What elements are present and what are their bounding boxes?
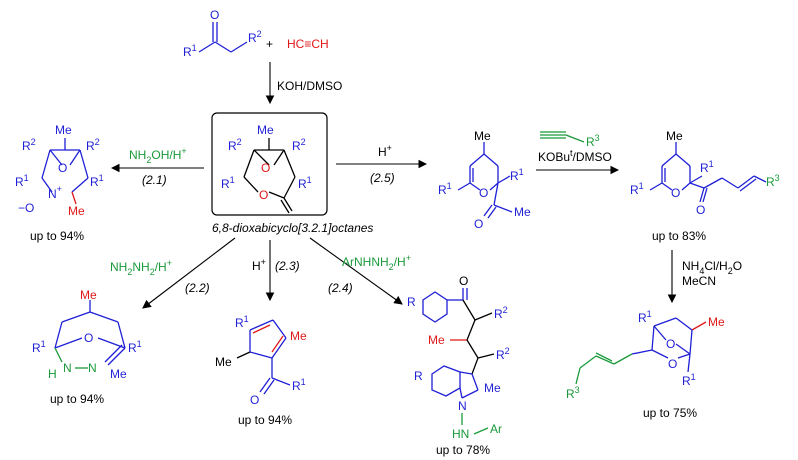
acetylene-label: HC≡CH — [287, 37, 329, 51]
center-bicycle-structure: O O Me R2 R2 R1 R1 — [221, 123, 312, 214]
indole-me-red: Me — [428, 333, 445, 347]
center-r2-left: R2 — [228, 137, 242, 153]
yield-2-4: up to 78% — [436, 443, 490, 457]
dhp-r1-right: R1 — [510, 167, 524, 183]
aryl-r: R — [407, 295, 416, 309]
mecn-label: MeCN — [682, 274, 716, 288]
indole-r2-bottom: R2 — [496, 346, 510, 362]
nitrone-r2-right: R2 — [86, 137, 100, 153]
label-2-3: (2.3) — [275, 259, 300, 273]
diazepine-me-top: Me — [80, 288, 97, 302]
diazepine-r1-left: R1 — [32, 339, 46, 355]
center-caption: 6,8-dioxabicyclo[3.2.1]octanes — [212, 221, 373, 235]
indole-r: R — [414, 369, 423, 383]
nitrone-r1-left: R1 — [15, 173, 29, 189]
product-bicyclic-enol-ether: R1 Me O O R1 R3 — [566, 309, 725, 401]
diazepine-me: Me — [110, 367, 127, 381]
nitrone-r2-left: R2 — [22, 137, 36, 153]
ketone-r1: R1 — [183, 43, 197, 59]
alkyne-r3: R3 — [586, 133, 600, 149]
enynone-acyl-o: O — [696, 203, 705, 217]
cpd-o: O — [250, 393, 259, 407]
product-enynone: Me O R1 R1 O R3 — [630, 129, 780, 217]
product-2-5-dihydropyran: Me O R1 R1 O Me — [438, 129, 531, 231]
bicyclic-r1-top: R1 — [638, 309, 652, 325]
center-bridge-o: O — [261, 161, 270, 175]
arrow-2-2 — [142, 237, 236, 309]
indole-r2-top: R2 — [494, 305, 508, 321]
nitrone-n: N+ — [48, 184, 62, 201]
reagent-2-1: NH2OH/H+ — [129, 146, 187, 165]
yield-2-2: up to 94% — [50, 392, 104, 406]
dhp-o: O — [479, 186, 488, 200]
product-2-3-cyclopentadiene: R1 Me Me O R1 — [215, 314, 307, 407]
cpd-me-left: Me — [215, 355, 232, 369]
center-me: Me — [257, 123, 274, 137]
yield-enynone: up to 83% — [652, 229, 706, 243]
nitrone-o: O — [58, 161, 67, 175]
plus-sign: + — [266, 37, 273, 51]
koh-dmso-label: KOH/DMSO — [277, 79, 342, 93]
reagent-2-4: ArNHNH2/H+ — [342, 253, 411, 272]
reagent-2-3: H+ — [252, 257, 266, 273]
center-ring-o: O — [259, 188, 268, 202]
dhp-acyl-me: Me — [514, 205, 531, 219]
enynone-r3: R3 — [766, 173, 780, 189]
yield-2-3: up to 94% — [238, 413, 292, 427]
center-box — [211, 112, 328, 216]
product-2-2-diazepine: Me O R1 R1 H N N Me — [32, 288, 142, 381]
nitrone-r1-right: R1 — [90, 173, 104, 189]
dhp-acyl-o: O — [474, 217, 483, 231]
diazepine-r1-right: R1 — [128, 339, 142, 355]
enynone-me: Me — [666, 129, 683, 143]
center-r1-right: R1 — [298, 175, 312, 191]
kobut-dmso-label: KOBut/DMSO — [538, 148, 612, 164]
cpd-r1: R1 — [235, 314, 249, 330]
product-2-4-indole: R O R2 Me R2 R Me N HN Ar — [407, 274, 510, 441]
bicyclic-bridge-o: O — [666, 337, 675, 351]
nitrone-me-top: Me — [55, 123, 72, 137]
label-2-1: (2.1) — [142, 173, 167, 187]
ketone-oxygen: O — [210, 8, 219, 22]
nh4cl-label: NH4Cl/H2O — [682, 259, 742, 276]
enynone-r1-right: R1 — [700, 159, 714, 175]
enynone-ring-o: O — [671, 186, 680, 200]
nitrone-me-red: Me — [68, 204, 85, 218]
product-2-1-nitrone: O Me R2 R2 R1 R1 N+ −O Me — [15, 123, 104, 218]
indole-n: N — [458, 399, 467, 413]
label-2-4: (2.4) — [328, 281, 353, 295]
indole-hn: HN — [452, 427, 469, 441]
bicyclic-ring-o: O — [668, 357, 677, 371]
cpd-r1-acyl: R1 — [292, 377, 306, 393]
dhp-r1-left: R1 — [438, 181, 452, 197]
label-2-2: (2.2) — [185, 281, 210, 295]
bicyclic-me: Me — [708, 315, 725, 329]
terminal-alkyne: R3 — [540, 131, 600, 149]
cpd-me-right: Me — [290, 329, 307, 343]
bicyclic-r1-bottom: R1 — [682, 372, 696, 388]
diazepine-n2: N — [88, 361, 97, 375]
label-2-5: (2.5) — [370, 171, 395, 185]
reagent-2-5: H+ — [378, 143, 392, 159]
diazepine-h: H — [48, 367, 57, 381]
indole-me: Me — [484, 381, 501, 395]
indole-ar: Ar — [490, 422, 502, 436]
diazepine-o: O — [84, 331, 93, 345]
ketone-o-2-4: O — [459, 274, 468, 288]
dhp-me: Me — [474, 129, 491, 143]
yield-2-1: up to 94% — [30, 229, 84, 243]
diazepine-n1: N — [63, 361, 72, 375]
enynone-r1-left: R1 — [630, 181, 644, 197]
yield-bicyclic: up to 75% — [643, 406, 697, 420]
bicyclic-r3: R3 — [566, 385, 580, 401]
ketone-r2: R2 — [248, 29, 262, 45]
nitrone-minus-o: −O — [18, 201, 34, 215]
arrow-2-4 — [309, 237, 403, 305]
reagent-2-2: NH2NH2/H+ — [110, 258, 172, 277]
center-r2-right: R2 — [292, 137, 306, 153]
ketone-structure: O R1 R2 — [183, 8, 262, 59]
center-r1-left: R1 — [221, 175, 235, 191]
